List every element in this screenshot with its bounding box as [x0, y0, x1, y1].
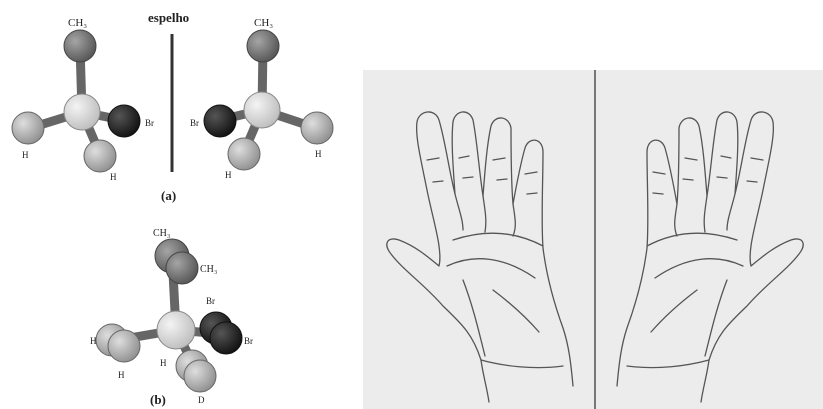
- mirror-label: espelho: [148, 10, 189, 25]
- hydrogen-atom: [184, 360, 216, 392]
- part-b-label: (b): [150, 392, 166, 407]
- h-label: H: [110, 172, 117, 182]
- methyl-atom: [64, 30, 96, 62]
- part-a-label: (a): [161, 188, 176, 203]
- molecule-b-superimposed: CH₃ CH₃ Br Br H H H D: [90, 228, 253, 405]
- h-label: H: [118, 370, 125, 380]
- molecule-a-right: CH₃ Br H H: [190, 17, 333, 180]
- enantiomer-molecules-figure: espelho (a) CH₃ Br H H CH₃ B: [0, 0, 360, 409]
- h-label: H: [160, 358, 167, 368]
- h-label: H: [90, 336, 97, 346]
- hands-panel-background: [363, 70, 823, 409]
- ch3-label: CH₃: [153, 228, 170, 239]
- hydrogen-atom: [108, 330, 140, 362]
- hydrogen-atom: [12, 112, 44, 144]
- carbon-atom: [157, 311, 195, 349]
- ch3-label: CH₃: [254, 17, 273, 29]
- molecule-a-left: CH₃ Br H H: [12, 17, 154, 182]
- carbon-atom: [244, 92, 280, 128]
- methyl-atom: [166, 252, 198, 284]
- d-label: D: [198, 395, 205, 405]
- bromine-atom: [210, 322, 242, 354]
- br-label: Br: [206, 296, 215, 306]
- hydrogen-atom: [84, 140, 116, 172]
- carbon-atom: [64, 94, 100, 130]
- mirror-hands-figure: [363, 70, 823, 409]
- h-label: H: [225, 170, 232, 180]
- bromine-atom: [108, 105, 140, 137]
- br-label: Br: [145, 118, 154, 128]
- hydrogen-atom: [228, 138, 260, 170]
- ch3-label: CH₃: [68, 17, 87, 29]
- br-label: Br: [190, 118, 199, 128]
- methyl-atom: [247, 30, 279, 62]
- br-label: Br: [244, 336, 253, 346]
- h-label: H: [22, 150, 29, 160]
- hydrogen-atom: [301, 112, 333, 144]
- ch3-label: CH₃: [200, 264, 217, 275]
- h-label: H: [315, 149, 322, 159]
- bromine-atom: [204, 105, 236, 137]
